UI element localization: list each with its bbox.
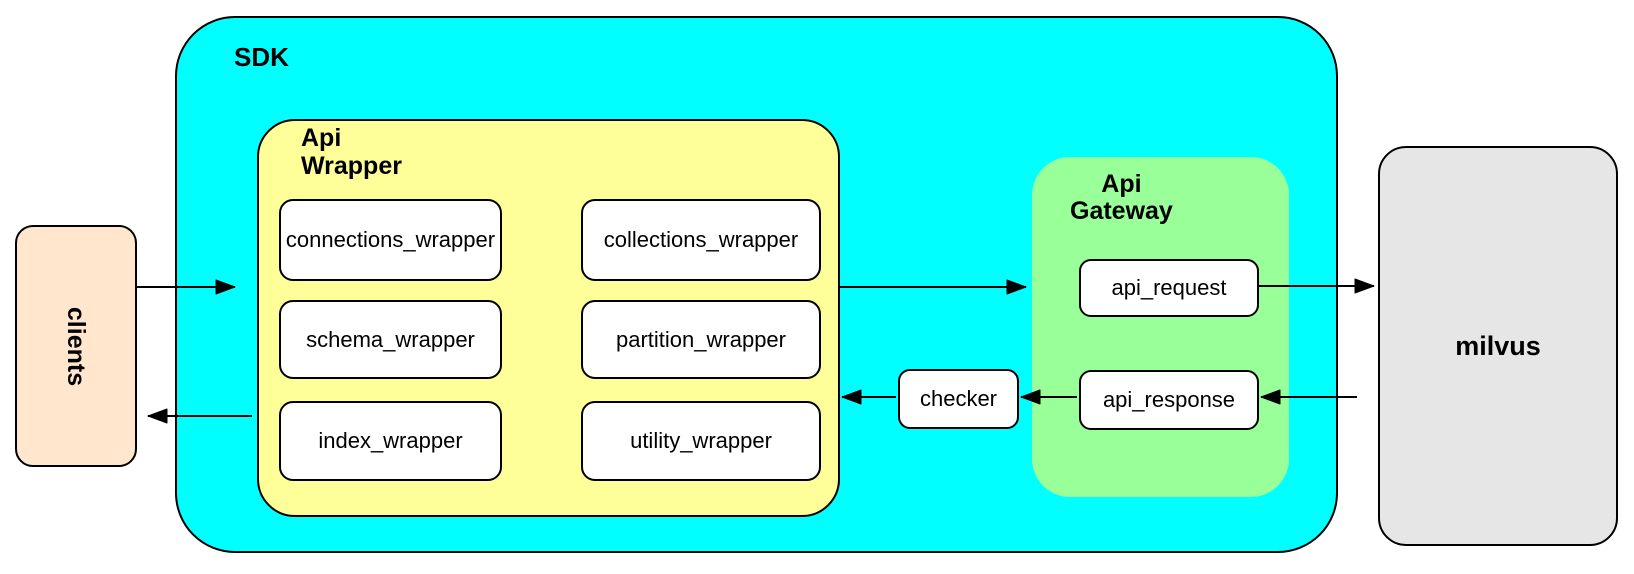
milvus-node: milvus xyxy=(1378,146,1618,546)
sdk-container: SDK Api Wrapper connections_wrapper coll… xyxy=(175,16,1338,553)
utility-wrapper-node: utility_wrapper xyxy=(581,401,821,481)
milvus-label: milvus xyxy=(1455,330,1541,361)
checker-node: checker xyxy=(898,369,1019,429)
api-wrapper-label: Api Wrapper xyxy=(301,124,402,180)
api-response-label: api_response xyxy=(1102,387,1236,412)
collections-wrapper-label: collections_wrapper xyxy=(603,227,799,252)
utility-wrapper-label: utility_wrapper xyxy=(630,428,772,453)
clients-label: clients xyxy=(62,306,91,386)
schema-wrapper-node: schema_wrapper xyxy=(279,300,502,379)
sdk-label: SDK xyxy=(234,42,289,72)
collections-wrapper-node: collections_wrapper xyxy=(581,199,821,281)
connections-wrapper-node: connections_wrapper xyxy=(279,199,502,281)
partition-wrapper-label: partition_wrapper xyxy=(616,326,786,352)
partition-wrapper-node: partition_wrapper xyxy=(581,300,821,379)
api-gateway-container: Api Gateway api_request api_response xyxy=(1032,157,1289,497)
api-response-node: api_response xyxy=(1079,370,1259,430)
api-wrapper-container: Api Wrapper connections_wrapper collecti… xyxy=(257,119,840,517)
api-gateway-label: Api Gateway xyxy=(1070,170,1173,225)
clients-node: clients xyxy=(15,225,137,467)
api-request-node: api_request xyxy=(1079,259,1259,317)
checker-label: checker xyxy=(919,386,998,411)
api-request-label: api_request xyxy=(1111,275,1227,300)
schema-wrapper-label: schema_wrapper xyxy=(306,326,475,352)
connections-wrapper-label: connections_wrapper xyxy=(285,227,496,252)
index-wrapper-label: index_wrapper xyxy=(318,428,463,453)
index-wrapper-node: index_wrapper xyxy=(279,401,502,481)
